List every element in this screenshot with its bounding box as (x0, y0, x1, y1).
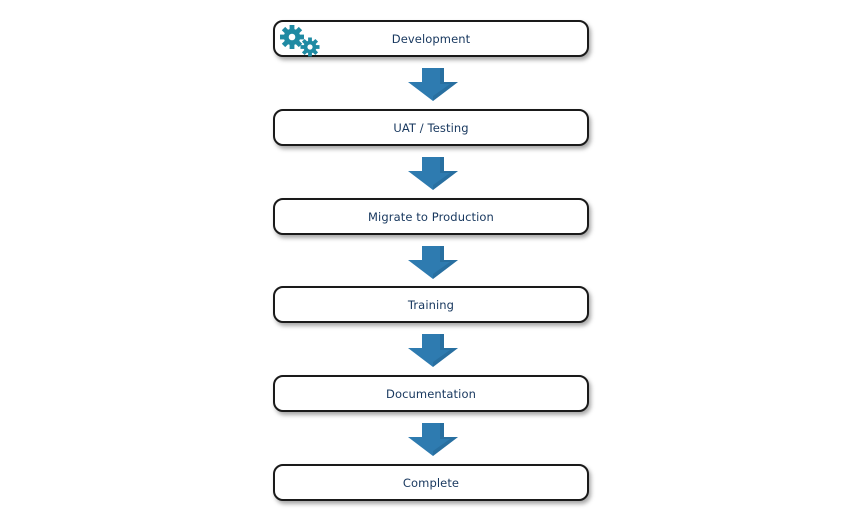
step-development: Development (273, 20, 589, 57)
step-label-uat-testing: UAT / Testing (393, 120, 469, 135)
step-complete: Complete (273, 464, 589, 501)
step-training: Training (273, 286, 589, 323)
down-arrow-icon (408, 68, 458, 101)
step-label-complete: Complete (402, 475, 460, 490)
step-uat-testing: UAT / Testing (273, 109, 589, 146)
gears-icon (280, 25, 320, 57)
down-arrow-icon (408, 246, 458, 279)
step-documentation: Documentation (273, 375, 589, 412)
down-arrow-icon (408, 423, 458, 456)
step-label-training: Training (407, 297, 455, 312)
down-arrow-icon (408, 334, 458, 367)
step-label-documentation: Documentation (386, 386, 476, 401)
down-arrow-icon (408, 157, 458, 190)
step-label-development: Development (391, 31, 471, 46)
step-label-migrate-to-production: Migrate to Production (368, 209, 494, 224)
step-migrate-to-production: Migrate to Production (273, 198, 589, 235)
